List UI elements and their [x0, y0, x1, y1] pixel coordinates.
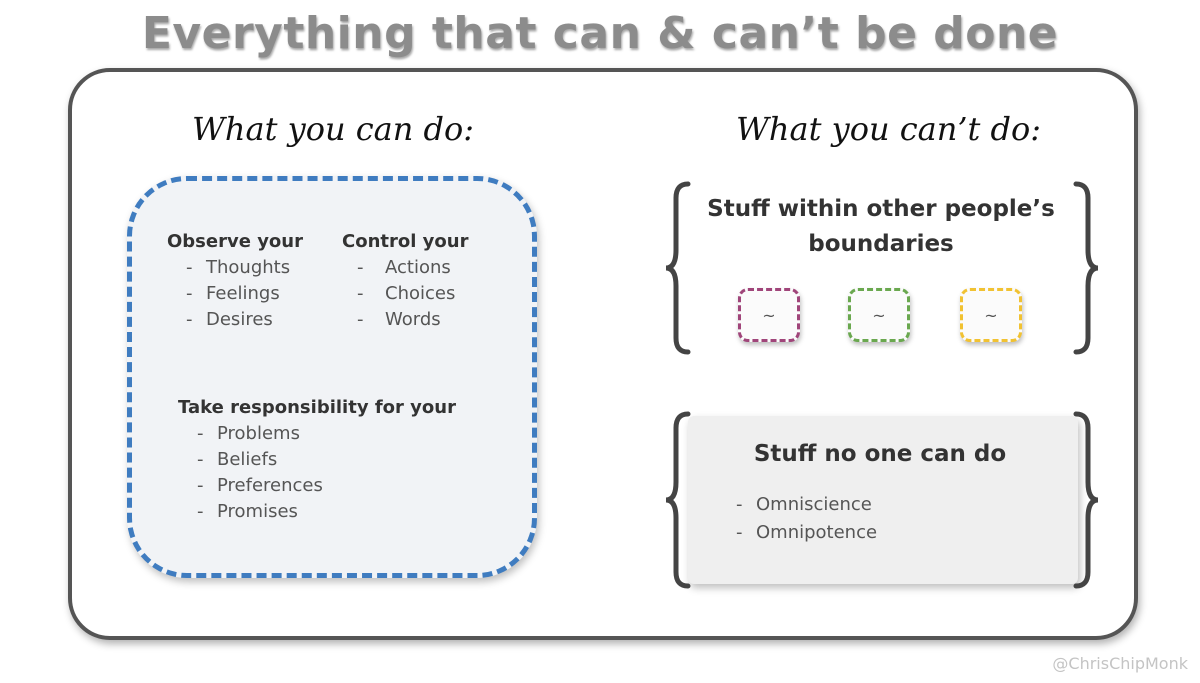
observe-heading: Observe your: [167, 231, 303, 252]
page-title: Everything that can & can’t be done: [141, 8, 1059, 59]
mini-box-green: ~: [848, 288, 910, 342]
right-brace-bottom: [1073, 411, 1099, 589]
list-item: Problems: [197, 421, 323, 447]
control-list: Actions Choices Words: [357, 255, 455, 333]
list-item: Beliefs: [197, 447, 323, 473]
list-item: Choices: [357, 281, 455, 307]
right-brace-top: [1073, 181, 1099, 355]
list-item: Omniscience: [736, 491, 877, 519]
list-item: Thoughts: [186, 255, 290, 281]
can-do-box: [127, 176, 537, 578]
others-heading-line1: Stuff within other people’s: [707, 196, 1055, 222]
mini-box-yellow: ~: [960, 288, 1022, 342]
can-heading: What you can do:: [192, 110, 475, 148]
list-item: Actions: [357, 255, 455, 281]
list-item: Words: [357, 307, 455, 333]
list-item: Omnipotence: [736, 519, 877, 547]
cant-heading: What you can’t do:: [736, 110, 1042, 148]
list-item: Desires: [186, 307, 290, 333]
no-one-list: Omniscience Omnipotence: [736, 491, 877, 547]
others-heading-line2: boundaries: [808, 231, 954, 257]
left-brace-top: [665, 181, 691, 355]
responsibility-list: Problems Beliefs Preferences Promises: [197, 421, 323, 525]
no-one-heading: Stuff no one can do: [753, 441, 1007, 467]
observe-list: Thoughts Feelings Desires: [186, 255, 290, 333]
left-brace-bottom: [665, 411, 691, 589]
list-item: Promises: [197, 499, 323, 525]
credit-handle: @ChrisChipMonk: [1052, 654, 1188, 673]
control-heading: Control your: [342, 231, 469, 252]
mini-box-purple: ~: [738, 288, 800, 342]
list-item: Preferences: [197, 473, 323, 499]
responsibility-heading: Take responsibility for your: [178, 397, 456, 418]
list-item: Feelings: [186, 281, 290, 307]
